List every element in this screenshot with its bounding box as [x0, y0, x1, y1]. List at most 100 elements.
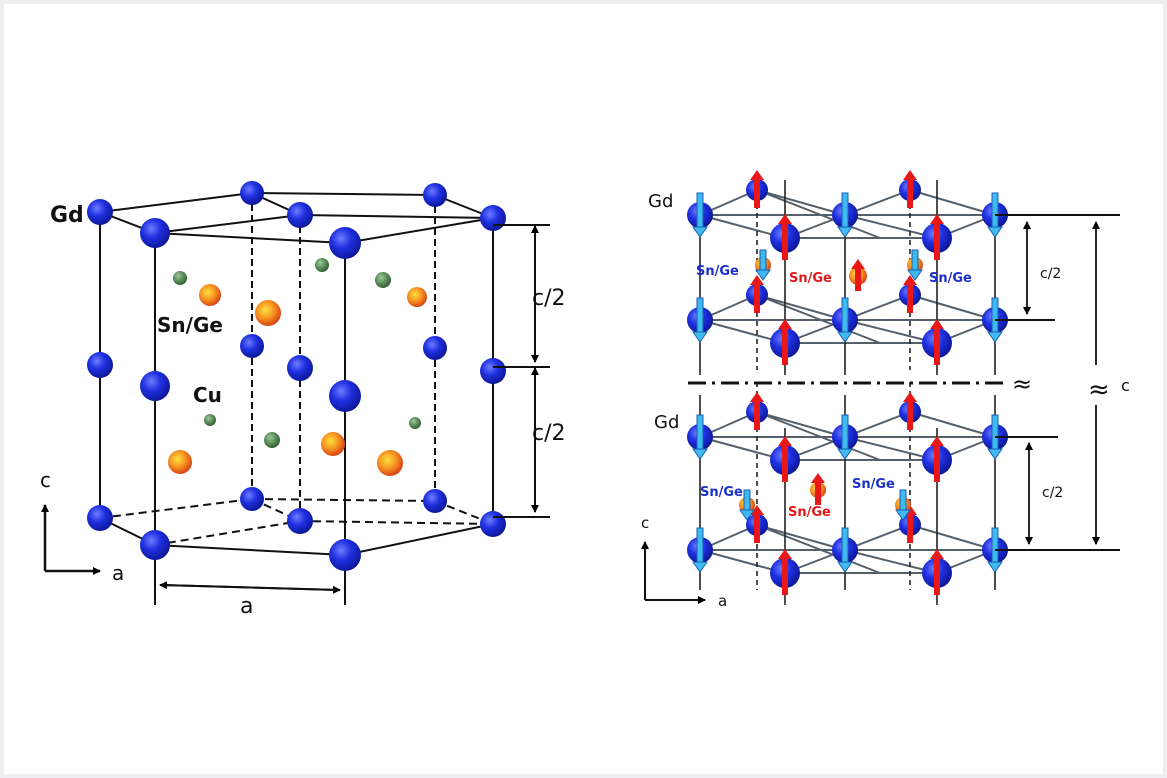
spin-up-shaft — [782, 444, 788, 482]
top-hex-edge — [99, 192, 253, 213]
sn-ge-atom — [321, 432, 345, 456]
spin-down-head — [755, 269, 771, 281]
net-line — [756, 294, 881, 344]
gd-atom — [240, 181, 264, 205]
net-line — [756, 294, 846, 321]
label-sn-ge-top-right: Sn/Ge — [929, 271, 972, 286]
spin-down-shaft — [991, 527, 999, 565]
spin-down-shaft — [696, 192, 704, 230]
spin-down-head — [692, 561, 708, 573]
bottom-hex-edge-hidden — [99, 498, 253, 519]
spin-up-head — [750, 170, 764, 180]
spin-down-arrow — [987, 527, 1003, 573]
sn-ge-atom — [199, 284, 221, 306]
spin-up-shaft — [907, 178, 913, 208]
spin-up-shaft — [754, 178, 760, 208]
label-c-half-top: c/2 — [532, 286, 566, 311]
net-line — [909, 524, 996, 551]
spin-down-head — [837, 331, 853, 343]
sn-ge-atom — [407, 287, 427, 307]
spin-up-shaft — [907, 283, 913, 313]
gd-atom — [87, 505, 113, 531]
label-sn-ge-bot-mid: Sn/Ge — [788, 505, 831, 520]
gd-atom — [480, 511, 506, 537]
figure-canvas — [4, 4, 1163, 774]
net-line — [756, 189, 846, 216]
spin-up-head — [778, 436, 792, 446]
spin-up-arrow — [750, 170, 764, 208]
net-line — [756, 189, 881, 239]
cu-atom — [315, 258, 329, 272]
spin-down-arrow — [755, 249, 771, 281]
spin-down-head — [837, 448, 853, 460]
spin-up-arrow — [750, 392, 764, 430]
spin-up-shaft — [782, 222, 788, 260]
net-line — [756, 524, 881, 574]
gd-atom — [329, 227, 361, 259]
gd-atom — [87, 199, 113, 225]
gd-atom — [287, 355, 313, 381]
spin-down-shaft — [991, 192, 999, 230]
spin-down-shaft — [841, 192, 849, 230]
spin-up-head — [851, 259, 865, 269]
break-mark-c-icon: ≈ — [1088, 375, 1110, 405]
spin-up-shaft — [754, 283, 760, 313]
spin-up-shaft — [815, 481, 821, 505]
gd-atom — [140, 371, 170, 401]
label-gd-bottom: Gd — [654, 412, 679, 433]
spin-up-shaft — [782, 557, 788, 595]
spin-up-shaft — [754, 513, 760, 543]
label-sn-ge-top-mid: Sn/Ge — [789, 271, 832, 286]
top-hex-edge — [154, 232, 346, 244]
label-sn-ge-top-left: Sn/Ge — [696, 264, 739, 279]
spin-up-shaft — [934, 222, 940, 260]
spin-down-head — [739, 509, 755, 521]
cu-atom — [375, 272, 391, 288]
bottom-hex-edge-hidden — [434, 500, 494, 525]
spin-up-arrow — [778, 436, 792, 482]
spin-up-head — [750, 275, 764, 285]
top-hex-edge — [154, 214, 301, 234]
cu-atom — [173, 271, 187, 285]
lattice-param-a: a — [240, 594, 253, 619]
spin-down-arrow — [987, 414, 1003, 460]
gd-atom — [423, 489, 447, 513]
gd-atom — [240, 487, 264, 511]
net-line — [756, 524, 846, 551]
spin-up-head — [778, 549, 792, 559]
spin-down-head — [895, 509, 911, 521]
label-c-half-top-right: c/2 — [1040, 266, 1061, 282]
spin-up-head — [930, 319, 944, 329]
spin-down-arrow — [837, 192, 853, 238]
spin-down-arrow — [837, 527, 853, 573]
spin-down-arrow — [692, 414, 708, 460]
label-c-full: c — [1121, 376, 1130, 395]
bottom-hex-edge — [154, 544, 346, 556]
spin-down-shaft — [743, 489, 751, 513]
gd-atom — [423, 183, 447, 207]
spin-up-shaft — [934, 327, 940, 365]
spin-up-head — [930, 436, 944, 446]
sn-ge-atom — [377, 450, 403, 476]
spin-up-arrow — [778, 549, 792, 595]
spin-up-arrow — [778, 319, 792, 365]
right-atoms — [687, 170, 1008, 595]
spin-up-shaft — [855, 267, 861, 291]
net-line — [756, 411, 846, 438]
gd-atom — [329, 539, 361, 571]
spin-up-shaft — [907, 400, 913, 430]
spin-up-head — [750, 392, 764, 402]
spin-down-shaft — [991, 414, 999, 452]
spin-down-arrow — [692, 297, 708, 343]
net-line — [844, 319, 938, 344]
spin-up-arrow — [903, 170, 917, 208]
spin-down-arrow — [739, 489, 755, 521]
cu-atom — [409, 417, 421, 429]
spin-down-shaft — [899, 489, 907, 513]
gd-atom — [287, 202, 313, 228]
bottom-hex-edge-hidden — [251, 498, 436, 502]
spin-up-arrow — [930, 549, 944, 595]
label-sn-ge-bot-right: Sn/Ge — [852, 477, 895, 492]
cu-atom — [204, 414, 216, 426]
spin-down-shaft — [841, 414, 849, 452]
